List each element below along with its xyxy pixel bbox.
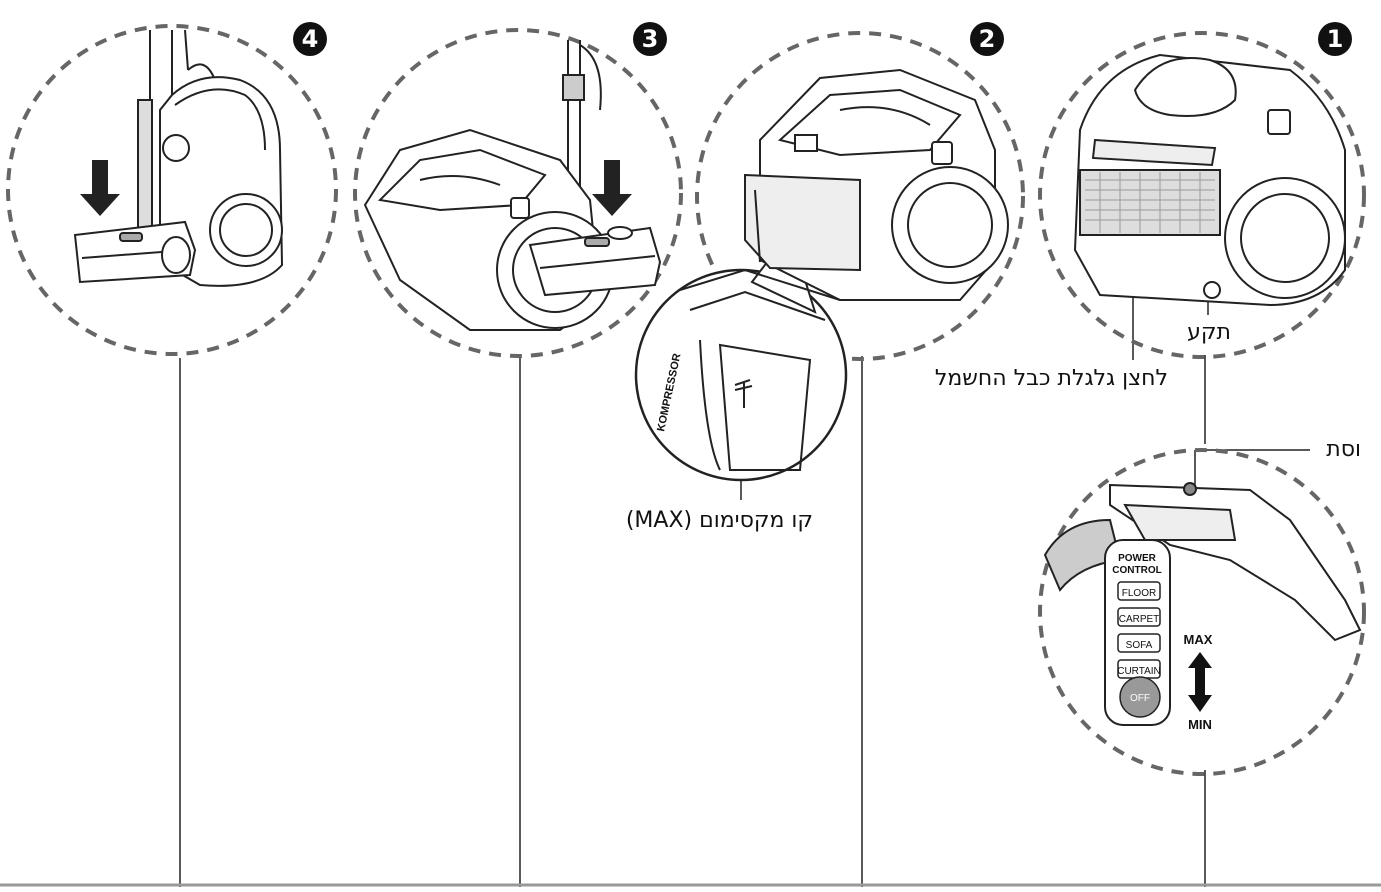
mode-curtain: CURTAIN xyxy=(1117,666,1161,677)
max-min-arrow-icon xyxy=(1188,652,1212,712)
label-max-line: קו מקסימום (MAX) xyxy=(625,508,813,533)
step1-grille xyxy=(1085,172,1215,233)
step-badge-3: 3 xyxy=(633,22,667,56)
label-regulator: וסת xyxy=(1326,437,1361,462)
mode-sofa: SOFA xyxy=(1126,640,1153,651)
vacuum-step3 xyxy=(363,40,662,331)
detail-circles xyxy=(6,24,1366,776)
circle-handle xyxy=(1038,448,1366,776)
mode-carpet: CARPET xyxy=(1119,614,1160,625)
circle-step2 xyxy=(695,31,1025,361)
arrow-down-icon-step3 xyxy=(592,160,632,216)
step-badge-1: 1 xyxy=(1318,22,1352,56)
arrow-down-icon-step4 xyxy=(80,160,120,216)
vacuum-step4 xyxy=(73,29,284,287)
label-socket: תקע xyxy=(1187,320,1231,345)
mode-floor: FLOOR xyxy=(1122,588,1156,599)
min-label: MIN xyxy=(1188,717,1212,732)
step-badge-2: 2 xyxy=(970,22,1004,56)
vacuum-step2 xyxy=(744,68,1009,301)
max-label: MAX xyxy=(1184,632,1213,647)
panel-title-line1: POWER xyxy=(1118,553,1157,564)
circle-step3 xyxy=(353,28,683,358)
zoom-circle-tank xyxy=(634,268,848,482)
tank-closeup xyxy=(679,268,841,471)
panel-title-line2: CONTROL xyxy=(1112,565,1161,576)
mode-off: OFF xyxy=(1130,693,1150,704)
label-cord-rewind-button: לחצן גלגלת כבל החשמל xyxy=(934,366,1168,391)
circle-step1 xyxy=(1038,31,1366,359)
power-control-panel: POWER CONTROL FLOOR CARPET SOFA CURTAIN … xyxy=(1112,553,1212,732)
step-badge-4: 4 xyxy=(293,22,327,56)
circle-step4 xyxy=(6,24,338,356)
